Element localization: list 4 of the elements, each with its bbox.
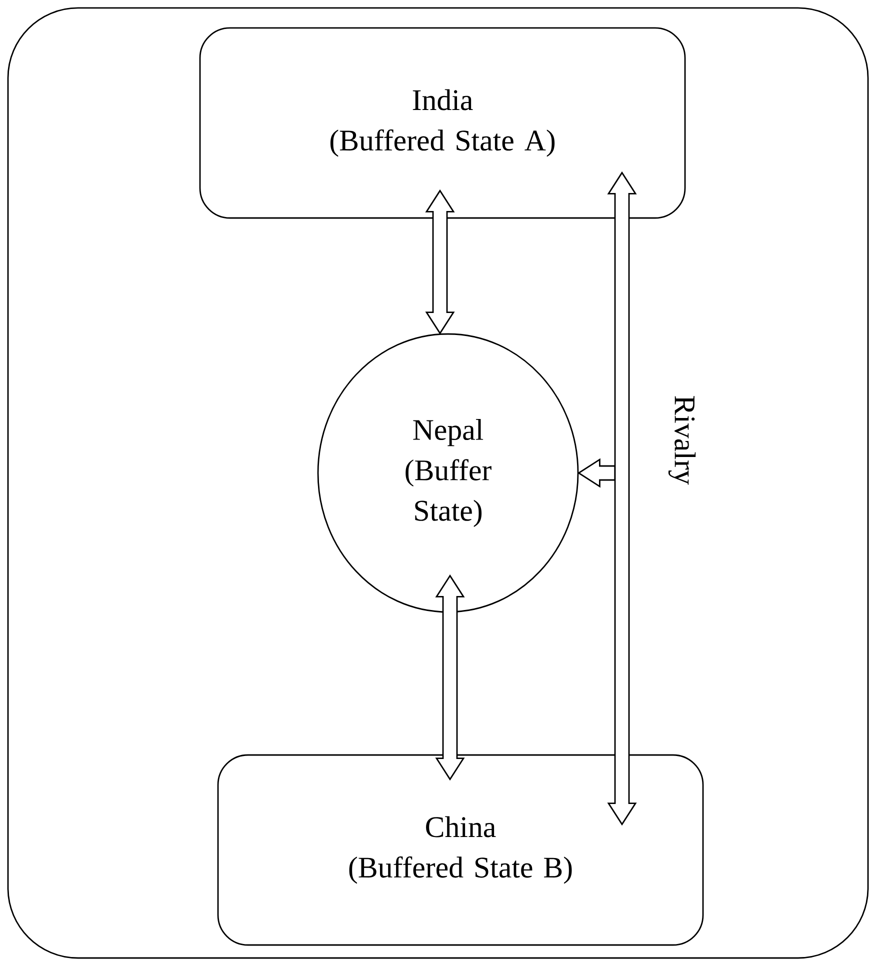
- country-box: China (Buffered State B): [217, 754, 704, 946]
- double-arrow: [577, 458, 616, 488]
- country-box: India (Buffered State A): [199, 27, 686, 219]
- edge-label: Rivalry: [668, 396, 696, 485]
